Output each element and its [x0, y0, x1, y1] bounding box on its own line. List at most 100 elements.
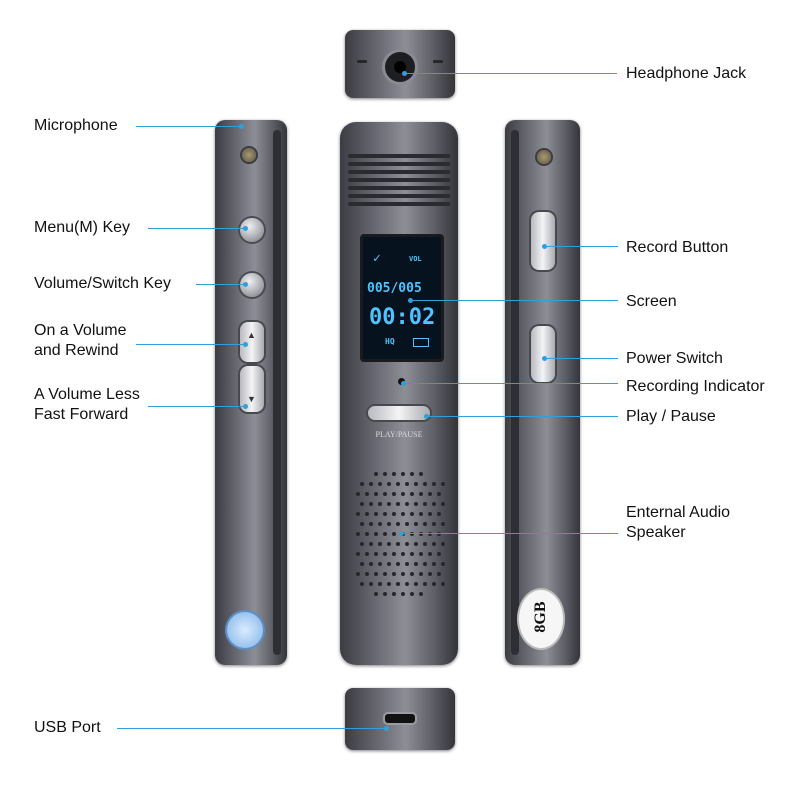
label-record-button: Record Button — [626, 239, 729, 256]
leader-dot — [243, 404, 248, 409]
speaker-hole — [387, 482, 391, 486]
speaker-hole — [360, 582, 364, 586]
speaker-hole — [369, 482, 373, 486]
speaker-hole — [369, 522, 373, 526]
speaker-hole — [374, 492, 378, 496]
speaker-hole — [360, 482, 364, 486]
speaker-hole — [356, 512, 360, 516]
speaker-grille-top — [348, 162, 450, 166]
speaker-hole — [396, 502, 400, 506]
speaker-hole — [419, 492, 423, 496]
speaker-hole — [401, 572, 405, 576]
speaker-hole — [401, 512, 405, 516]
leader-dot — [243, 282, 248, 287]
label-screen: Screen — [626, 293, 677, 310]
speaker-hole — [432, 562, 436, 566]
speaker-hole — [414, 582, 418, 586]
speaker-hole — [392, 512, 396, 516]
speaker-hole — [441, 542, 445, 546]
speaker-hole — [410, 572, 414, 576]
speaker-hole — [387, 542, 391, 546]
speaker-hole — [392, 492, 396, 496]
lcd-mic-icon: ✓ — [373, 251, 381, 266]
speaker-hole — [423, 582, 427, 586]
label-speaker: Enternal Audio Speaker — [626, 504, 731, 541]
speaker-grille-top — [348, 154, 450, 158]
speaker-hole — [405, 562, 409, 566]
battery-icon — [413, 338, 429, 347]
speaker-hole — [374, 472, 378, 476]
speaker-hole — [383, 472, 387, 476]
speaker-hole — [356, 552, 360, 556]
device-front-view: ✓ VOL 005/005 00:02 HQ PLAY/PAUSE — [340, 122, 458, 665]
speaker-hole — [401, 592, 405, 596]
leader-dot — [542, 356, 547, 361]
speaker-hole — [356, 532, 360, 536]
leader-power-switch — [544, 358, 618, 359]
speaker-hole — [378, 522, 382, 526]
speaker-hole — [414, 502, 418, 506]
speaker-hole — [383, 512, 387, 516]
speaker-hole — [387, 522, 391, 526]
speaker-hole — [365, 572, 369, 576]
speaker-hole — [405, 522, 409, 526]
speaker-hole — [365, 512, 369, 516]
speaker-hole — [414, 482, 418, 486]
speaker-hole — [369, 582, 373, 586]
speaker-hole — [432, 482, 436, 486]
label-power-switch: Power Switch — [626, 350, 723, 367]
speaker-hole — [401, 492, 405, 496]
leader-dot — [408, 298, 413, 303]
storage-badge: 8GB — [519, 590, 563, 648]
power-switch[interactable] — [531, 326, 555, 382]
leader-dot — [243, 342, 248, 347]
leader-dot — [384, 726, 389, 731]
speaker-hole — [423, 502, 427, 506]
speaker-hole — [405, 502, 409, 506]
record-button[interactable] — [531, 212, 555, 270]
speaker-hole — [387, 502, 391, 506]
label-volume-switch-key: Volume/Switch Key — [34, 275, 171, 292]
speaker-hole — [423, 522, 427, 526]
device-bottom-view — [345, 688, 455, 750]
speaker-hole — [405, 482, 409, 486]
headphone-jack-icon — [385, 52, 415, 82]
speaker-hole — [401, 552, 405, 556]
speaker-hole — [414, 542, 418, 546]
speaker-grille-top — [348, 194, 450, 198]
speaker-grille-top — [348, 170, 450, 174]
leader-dot — [424, 414, 429, 419]
play-pause-button[interactable] — [368, 406, 430, 420]
label-menu-key: Menu(M) Key — [34, 219, 131, 236]
speaker-hole — [374, 592, 378, 596]
chevron-down-icon: ▼ — [247, 394, 256, 404]
speaker-hole — [369, 502, 373, 506]
speaker-hole — [432, 502, 436, 506]
speaker-hole — [441, 562, 445, 566]
speaker-hole — [356, 572, 360, 576]
leader-play-pause — [427, 416, 618, 417]
leader-screen — [411, 300, 618, 301]
speaker-grille — [356, 472, 445, 602]
speaker-grille-top — [348, 202, 450, 206]
leader-dot — [243, 226, 248, 231]
speaker-hole — [432, 542, 436, 546]
speaker-hole — [441, 502, 445, 506]
speaker-hole — [374, 552, 378, 556]
speaker-hole — [428, 552, 432, 556]
label-play-pause: Play / Pause — [626, 408, 716, 425]
speaker-hole — [437, 512, 441, 516]
play-pause-caption: PLAY/PAUSE — [375, 430, 423, 439]
speaker-hole — [410, 472, 414, 476]
leader-dot — [402, 71, 407, 76]
label-headphone-jack: Headphone Jack — [626, 65, 747, 82]
speaker-hole — [437, 532, 441, 536]
leader-speaker — [402, 533, 618, 534]
speaker-grille-top — [348, 186, 450, 190]
speaker-hole — [428, 572, 432, 576]
device-left-side-view: ▲ ▼ — [215, 120, 287, 665]
speaker-hole — [428, 512, 432, 516]
speaker-hole — [432, 522, 436, 526]
label-volume-up-rewind: On a Volume and Rewind — [34, 322, 127, 359]
leader-volume-switch — [196, 284, 246, 285]
